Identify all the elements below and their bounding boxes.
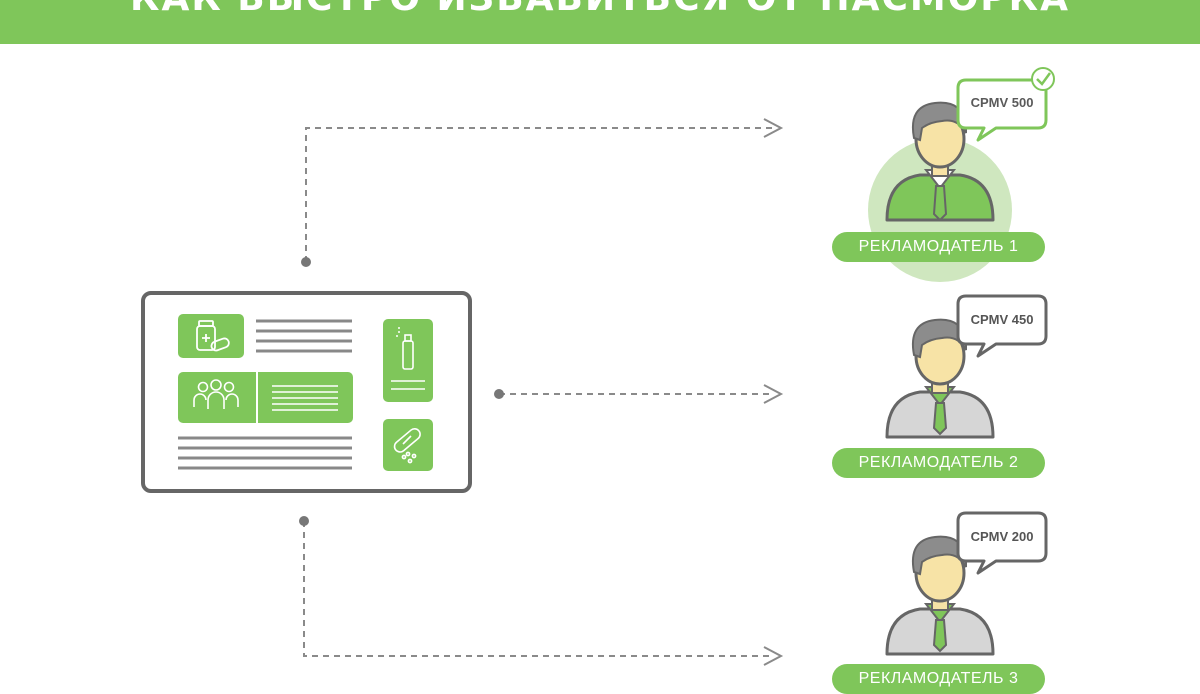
advertiser-2-figure bbox=[885, 318, 995, 439]
connector-dot bbox=[494, 389, 504, 399]
bid-bubble-1 bbox=[956, 67, 1055, 142]
check-icon bbox=[1031, 67, 1055, 91]
advertiser-label-1: РЕКЛАМОДАТЕЛЬ 1 bbox=[832, 232, 1045, 262]
ad-tile-4 bbox=[383, 419, 433, 471]
bid-bubble-3 bbox=[956, 511, 1048, 575]
arrow-head-icon bbox=[763, 384, 784, 404]
bid-bubble-2 bbox=[956, 294, 1048, 358]
connector-top bbox=[305, 127, 772, 262]
nasal-spray-icon bbox=[391, 327, 425, 390]
connector-bottom bbox=[303, 521, 772, 657]
advertiser-label-2: РЕКЛАМОДАТЕЛЬ 2 bbox=[832, 448, 1045, 478]
connector-dot bbox=[299, 516, 309, 526]
title-banner: КАК БЫСТРО ИЗБАВИТЬСЯ ОТ НАСМОРКА bbox=[0, 0, 1200, 44]
bid-text-3: CPMV 200 bbox=[970, 529, 1034, 544]
advertiser-label-3: РЕКЛАМОДАТЕЛЬ 3 bbox=[832, 664, 1045, 694]
arrow-head-icon bbox=[763, 646, 784, 666]
webpage-mockup bbox=[141, 291, 472, 493]
bid-text-1: CPMV 500 bbox=[970, 95, 1034, 110]
arrow-head-icon bbox=[763, 118, 784, 138]
people-group-icon bbox=[193, 379, 239, 409]
connector-dot bbox=[301, 257, 311, 267]
advertiser-3-figure bbox=[885, 535, 995, 656]
capsules-icon bbox=[393, 427, 421, 464]
medicine-bottle-icon bbox=[196, 320, 230, 352]
page-title: КАК БЫСТРО ИЗБАВИТЬСЯ ОТ НАСМОРКА bbox=[0, 0, 1200, 19]
bid-text-2: CPMV 450 bbox=[970, 312, 1034, 327]
